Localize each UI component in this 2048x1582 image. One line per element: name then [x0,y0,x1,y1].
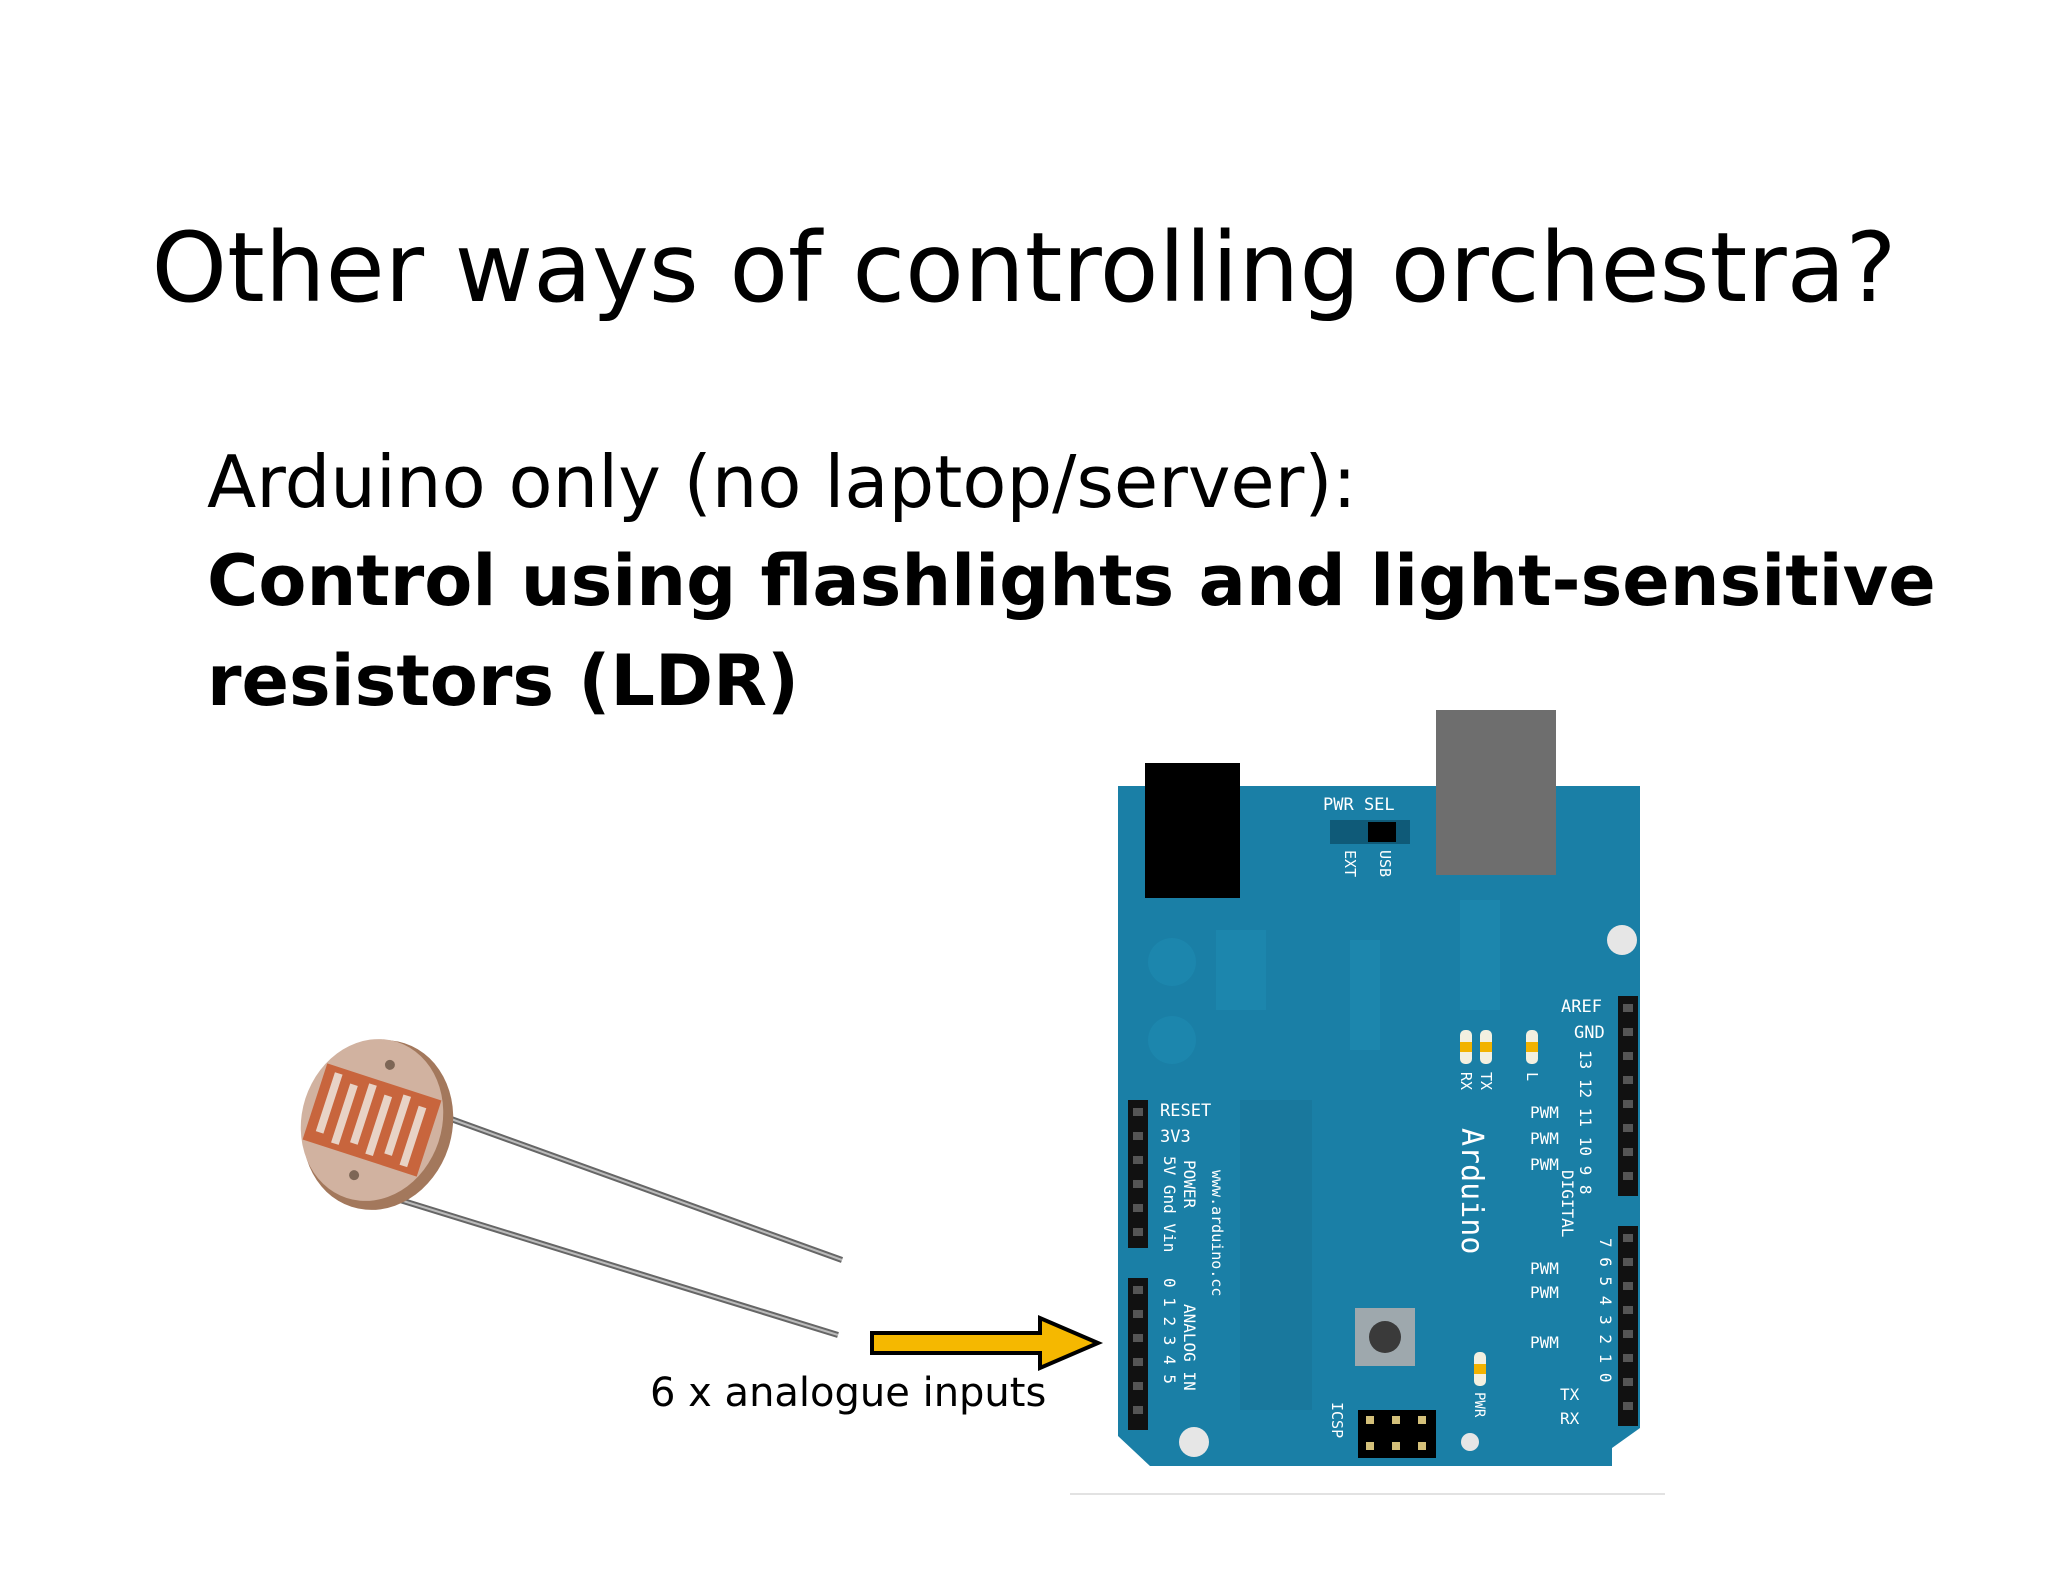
board-pwm-label-6: PWM [1530,1333,1559,1352]
board-analog-in-label: ANALOG IN [1180,1304,1199,1391]
board-pwm-label-3: PWM [1530,1155,1559,1174]
board-pwr-led-label: PWR [1471,1392,1487,1418]
board-digital-pins-top: 13 12 11 10 9 8 [1576,1050,1595,1195]
board-tx-pin-label: TX [1560,1385,1580,1404]
board-pwm-label-2: PWM [1530,1129,1559,1148]
board-rx-pin-label: RX [1560,1409,1580,1428]
slide-title: Other ways of controlling orchestra? [151,212,1897,324]
board-digital-pins-bottom: 7 6 5 4 3 2 1 0 [1596,1238,1615,1383]
slide-bold-line-2: resistors (LDR) [207,640,800,722]
board-power-pins-label: 5V Gnd Vin [1160,1156,1179,1252]
board-pwr-sel-label: PWR SEL [1323,795,1395,815]
board-analog-pins-label: 0 1 2 3 4 5 [1160,1278,1179,1384]
board-aref-label: AREF [1561,997,1602,1017]
board-tx-led-label: TX [1477,1072,1495,1090]
analogue-inputs-caption: 6 x analogue inputs [650,1370,1047,1416]
arduino-board-image: PWR SEL EXT USB AREF GND 13 12 11 10 9 8… [1118,710,1640,1466]
board-power-label: POWER [1180,1160,1199,1209]
board-3v3-label: 3V3 [1160,1127,1191,1147]
board-l-led-label: L [1523,1072,1541,1081]
ldr-photoresistor-image [300,1039,844,1338]
board-reset-label: RESET [1160,1101,1211,1121]
board-pwm-label-1: PWM [1530,1103,1559,1122]
board-pwm-label-4: PWM [1530,1259,1559,1278]
board-gnd-label: GND [1574,1023,1605,1043]
slide-subtitle: Arduino only (no laptop/server): [207,440,1357,524]
board-usb-label: USB [1376,850,1394,877]
arrow-icon [870,1314,1104,1372]
board-ext-label: EXT [1341,850,1359,877]
board-rx-led-label: RX [1457,1072,1475,1090]
slide-bold-line-1: Control using flashlights and light-sens… [207,540,1936,622]
board-icsp-label: ICSP [1328,1402,1346,1438]
board-pwm-label-5: PWM [1530,1283,1559,1302]
board-url-label: www.arduino.cc [1208,1170,1226,1296]
board-digital-label: DIGITAL [1558,1170,1577,1237]
board-name-label: Arduino [1454,1128,1489,1254]
